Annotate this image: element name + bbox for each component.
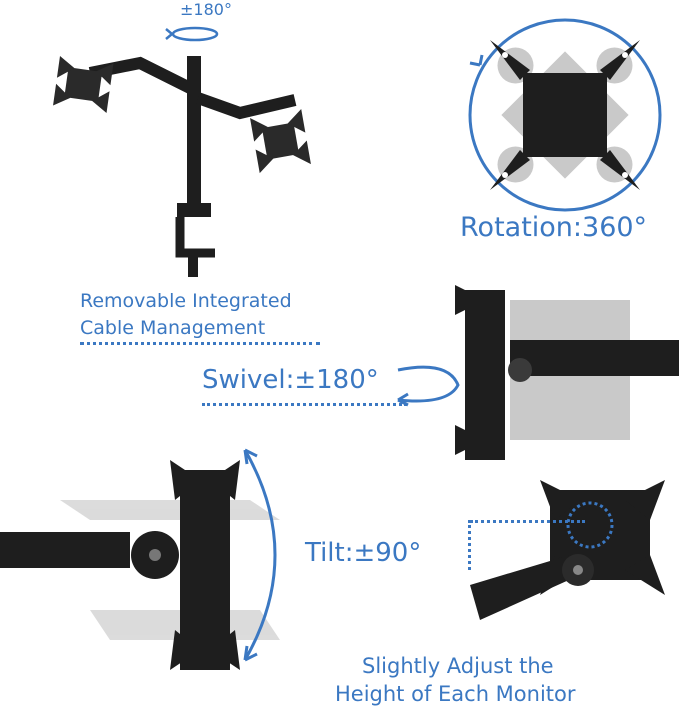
height-adjust-line2: Height of Each Monitor bbox=[335, 682, 576, 706]
dual-monitor-arm-image bbox=[53, 26, 311, 277]
tilt-label: Tilt:±90° bbox=[305, 538, 422, 568]
rotation-diagram bbox=[468, 18, 662, 212]
top-swivel-label: ±180° bbox=[180, 0, 232, 19]
cable-dotted-line bbox=[80, 342, 320, 345]
swivel-dotted-line bbox=[202, 403, 407, 406]
tilt-arrow-icon bbox=[243, 448, 277, 662]
rotation-arrow-icon bbox=[468, 18, 662, 212]
tilt-diagram bbox=[0, 460, 280, 670]
height-adjust-diagram bbox=[470, 480, 665, 620]
rotation-label: Rotation:360° bbox=[460, 212, 648, 243]
height-dotted-connector bbox=[470, 520, 585, 523]
cable-management-line1: Removable Integrated bbox=[80, 290, 292, 312]
swivel-label: Swivel:±180° bbox=[202, 365, 379, 395]
height-adjust-line1: Slightly Adjust the bbox=[362, 654, 554, 678]
height-dotted-connector-vertical bbox=[468, 520, 471, 570]
top-rotation-arrow-icon bbox=[165, 26, 219, 42]
swivel-diagram bbox=[455, 285, 679, 460]
cable-management-line2: Cable Management bbox=[80, 317, 266, 339]
